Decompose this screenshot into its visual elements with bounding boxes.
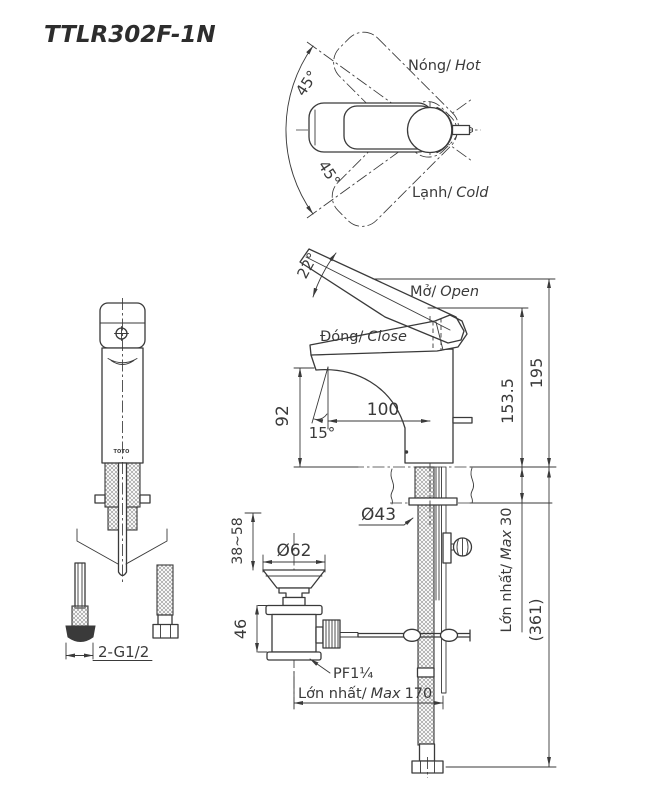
rod-clamp-right bbox=[439, 628, 459, 642]
handle-closed bbox=[309, 314, 468, 356]
dim-100: 100 bbox=[367, 400, 399, 420]
top-view: 45° 45° Nóng/Hot Lạnh/Cold bbox=[285, 31, 489, 227]
break-line-right bbox=[470, 467, 474, 504]
drain-flange bbox=[262, 569, 326, 589]
hose-end bbox=[156, 564, 174, 616]
dim-195: 195 bbox=[527, 358, 546, 389]
break-line-left bbox=[390, 468, 394, 505]
dim-dia-43: Ø43 bbox=[361, 505, 396, 525]
dim-46: 46 bbox=[231, 619, 250, 639]
side-pin bbox=[452, 416, 473, 424]
angle-15: 15° bbox=[309, 424, 336, 442]
rod-clamp-left bbox=[402, 628, 422, 642]
hose-hex-nut-front bbox=[152, 623, 179, 639]
cold-label: Lạnh/Cold bbox=[412, 185, 489, 201]
faucet-shank bbox=[414, 466, 435, 499]
angle-22: 22° bbox=[293, 250, 321, 282]
supply-hose bbox=[417, 504, 435, 671]
swing-arc bbox=[285, 45, 314, 215]
rod-bracket bbox=[442, 532, 452, 564]
hot-label: Nóng/Hot bbox=[408, 58, 482, 74]
dim-361: (361) bbox=[526, 598, 545, 641]
g-half-nut bbox=[65, 625, 96, 642]
g-half-pipe bbox=[74, 562, 86, 609]
dim-g-half: 2-G1/2 bbox=[98, 643, 149, 661]
open-arc bbox=[312, 252, 337, 298]
mounting-flange bbox=[408, 497, 458, 506]
rod-adapter bbox=[322, 619, 341, 649]
mount-tab-right bbox=[139, 494, 151, 504]
hose-collar bbox=[418, 743, 436, 762]
side-view-underdeck bbox=[357, 466, 473, 778]
page-title: TTLR302F-1N bbox=[44, 22, 216, 48]
dim-max-30: Lớn nhất/Max30 bbox=[499, 507, 515, 632]
drain-ring bbox=[265, 604, 323, 616]
drain-body bbox=[271, 613, 317, 653]
mount-tab-left bbox=[94, 494, 106, 504]
side-dimensions: 92 100 153.5 195 Lớn nhất/Max30 (361) bbox=[273, 278, 557, 768]
open-label: Mở/Open bbox=[410, 284, 479, 300]
connector-leaders bbox=[76, 528, 168, 565]
side-view: 22° Mở/Open Đóng/Close 15° bbox=[293, 248, 479, 525]
dim-38-58: 38~58 bbox=[230, 517, 246, 564]
dim-153-5: 153.5 bbox=[498, 378, 517, 424]
drain-bottom-flange bbox=[266, 651, 322, 661]
front-view: TOTO 2-G1/2 bbox=[65, 298, 179, 661]
counter-section bbox=[352, 466, 557, 505]
dim-dia-62: Ø62 bbox=[276, 541, 311, 561]
angle-45-upper: 45° bbox=[292, 67, 322, 99]
dim-92: 92 bbox=[273, 405, 293, 427]
angle-45-lower: 45° bbox=[314, 157, 344, 189]
brand-logo: TOTO bbox=[113, 449, 129, 455]
aerator-tip bbox=[451, 124, 471, 136]
thread-label: PF1¼ bbox=[333, 666, 373, 682]
close-label: Đóng/Close bbox=[320, 329, 407, 345]
